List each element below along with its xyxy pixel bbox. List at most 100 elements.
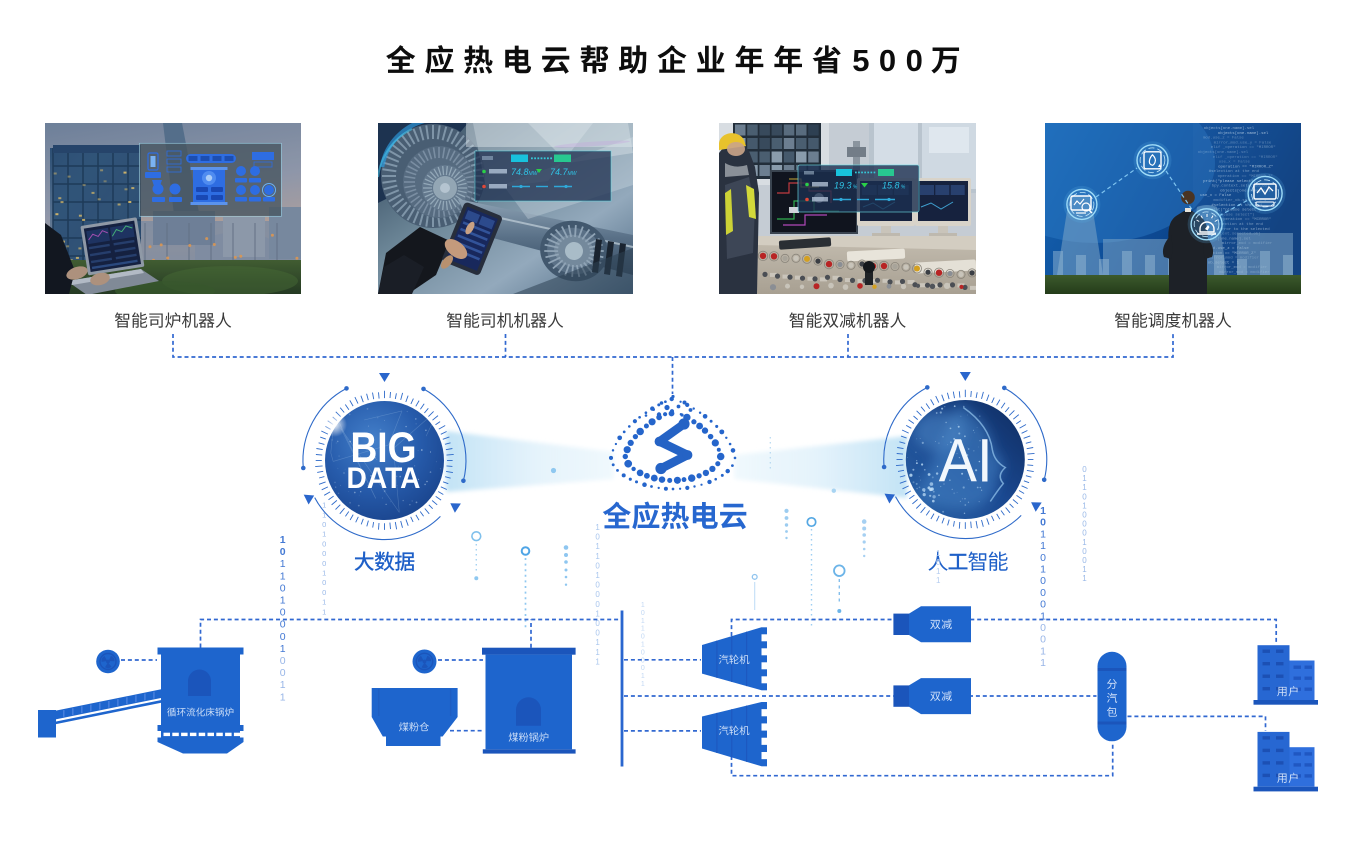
svg-text:#selection at the end: #selection at the end	[1213, 222, 1264, 227]
svg-text:0: 0	[641, 649, 645, 656]
svg-text:0: 0	[1082, 465, 1087, 474]
svg-text:1: 1	[280, 534, 286, 546]
svg-text:0: 0	[280, 655, 286, 667]
svg-text:1: 1	[280, 558, 286, 570]
svg-text:0: 0	[595, 590, 600, 599]
svg-text:1: 1	[1082, 538, 1087, 547]
svg-text:objects[one.name].sel: objects[one.name].sel	[1204, 126, 1255, 131]
svg-text:0: 0	[1082, 492, 1087, 501]
svg-text:objects[one.name].sel: objects[one.name].sel	[1218, 131, 1269, 136]
svg-text:1: 1	[1040, 610, 1046, 622]
svg-text:0: 0	[1040, 517, 1046, 529]
svg-text:0: 0	[280, 607, 286, 619]
svg-text:0: 0	[1040, 587, 1046, 599]
svg-text:1: 1	[595, 523, 600, 532]
svg-text:1: 1	[1040, 657, 1046, 669]
svg-text:mod.use_z = False: mod.use_z = False	[1208, 246, 1249, 251]
svg-text:0: 0	[1040, 552, 1046, 564]
svg-text:0: 0	[322, 588, 326, 597]
svg-text:1: 1	[595, 657, 600, 666]
svg-text:1: 1	[595, 571, 600, 580]
svg-text:0: 0	[1082, 547, 1087, 556]
svg-text:1: 1	[1082, 574, 1087, 583]
svg-text:1: 1	[280, 679, 286, 691]
svg-text:0: 0	[280, 631, 286, 643]
svg-text:objects[one.name].sel: objects[one.name].sel	[1198, 150, 1249, 155]
svg-text:0: 0	[641, 610, 645, 617]
svg-text:elif _operation == "MIRROR": elif _operation == "MIRROR"	[1213, 155, 1278, 160]
svg-text:1: 1	[322, 598, 326, 607]
svg-text:1: 1	[1082, 483, 1087, 492]
svg-text:500: 500	[852, 43, 932, 78]
svg-text:operation == "MIRROR_Z": operation == "MIRROR_Z"	[1218, 164, 1273, 169]
svg-text:1: 1	[280, 570, 286, 582]
svg-text:0: 0	[936, 558, 941, 567]
svg-text:#selection at the end: #selection at the end	[1209, 169, 1260, 174]
svg-text:elif _operation == "MIRROR": elif _operation == "MIRROR"	[1211, 145, 1276, 150]
svg-text:1: 1	[595, 552, 600, 561]
svg-text:0: 0	[322, 549, 326, 558]
svg-text:AI: AI	[939, 427, 993, 495]
svg-text:0: 0	[280, 546, 286, 558]
svg-text:print("please select"): print("please select")	[1202, 212, 1255, 217]
svg-text:1: 1	[936, 576, 941, 585]
svg-text:0: 0	[595, 600, 600, 609]
svg-text:1: 1	[322, 510, 326, 519]
svg-text:0: 0	[641, 634, 645, 641]
svg-text:1: 1	[1040, 645, 1046, 657]
svg-text:1: 1	[1040, 528, 1046, 540]
svg-text:74.7MW: 74.7MW	[550, 167, 578, 177]
svg-text:1: 1	[322, 569, 326, 578]
svg-text:0: 0	[1040, 622, 1046, 634]
svg-text:1: 1	[1040, 540, 1046, 552]
svg-text:1: 1	[280, 595, 286, 607]
svg-text:1: 1	[595, 609, 600, 618]
svg-text:#selection at the end: #selection at the end	[1211, 203, 1262, 208]
svg-text:bpy.context.selected_obj: bpy.context.selected_obj	[1203, 232, 1261, 237]
svg-text:use_x = False: use_x = False	[1200, 193, 1232, 198]
svg-text:0: 0	[1040, 634, 1046, 646]
svg-text:0: 0	[1040, 599, 1046, 611]
svg-text:0: 0	[595, 581, 600, 590]
svg-text:BIG: BIG	[351, 424, 417, 472]
svg-text:operation == "MIRROR_Z": operation == "MIRROR_Z"	[1201, 251, 1256, 256]
svg-text:DATA: DATA	[347, 462, 421, 495]
svg-text:mirror_mod.use_y = False: mirror_mod.use_y = False	[1214, 140, 1272, 145]
svg-text:0: 0	[1040, 575, 1046, 587]
svg-text:objects[one.name].sel: objects[one.name].sel	[1200, 236, 1251, 241]
svg-text:0: 0	[595, 533, 600, 542]
svg-text:1: 1	[641, 626, 645, 633]
svg-text:bpy.context.selected_obj: bpy.context.selected_obj	[1212, 184, 1270, 189]
svg-text:1: 1	[322, 607, 326, 616]
svg-text:74.8MW: 74.8MW	[511, 167, 539, 177]
svg-text:0: 0	[322, 578, 326, 587]
svg-text:1: 1	[322, 501, 326, 510]
svg-text:1: 1	[1082, 501, 1087, 510]
svg-text:19.3 %: 19.3 %	[834, 181, 858, 191]
svg-text:1: 1	[595, 542, 600, 551]
svg-text:use_x = False: use_x = False	[1219, 160, 1251, 165]
svg-text:1: 1	[641, 618, 645, 625]
svg-text:mirror_mod = modifier: mirror_mod = modifier	[1209, 256, 1260, 261]
svg-text:0: 0	[595, 629, 600, 638]
svg-text:0: 0	[280, 667, 286, 679]
svg-text:1: 1	[641, 673, 645, 680]
svg-text:1: 1	[641, 642, 645, 649]
svg-text:1: 1	[641, 681, 645, 688]
svg-text:operation == "MIRROR_Z": operation == "MIRROR_Z"	[1218, 174, 1273, 179]
svg-text:objects[one.name].sel: objects[one.name].sel	[1220, 188, 1271, 193]
svg-text:1: 1	[936, 549, 941, 558]
svg-text:# mirror to the selected: # mirror to the selected	[1212, 227, 1270, 232]
svg-text:0: 0	[280, 582, 286, 594]
svg-text:0: 0	[595, 561, 600, 570]
svg-text:print("please select"): print("please select")	[1208, 208, 1261, 213]
svg-text:0: 0	[1082, 520, 1087, 529]
svg-text:1: 1	[595, 638, 600, 647]
svg-text:0: 0	[322, 520, 326, 529]
svg-text:0: 0	[322, 539, 326, 548]
svg-text:0: 0	[1082, 529, 1087, 538]
svg-text:1: 1	[641, 602, 645, 609]
svg-text:elif _operation == "MIRROR": elif _operation == "MIRROR"	[1206, 217, 1271, 222]
svg-text:0: 0	[1082, 511, 1087, 520]
svg-text:1: 1	[1082, 565, 1087, 574]
